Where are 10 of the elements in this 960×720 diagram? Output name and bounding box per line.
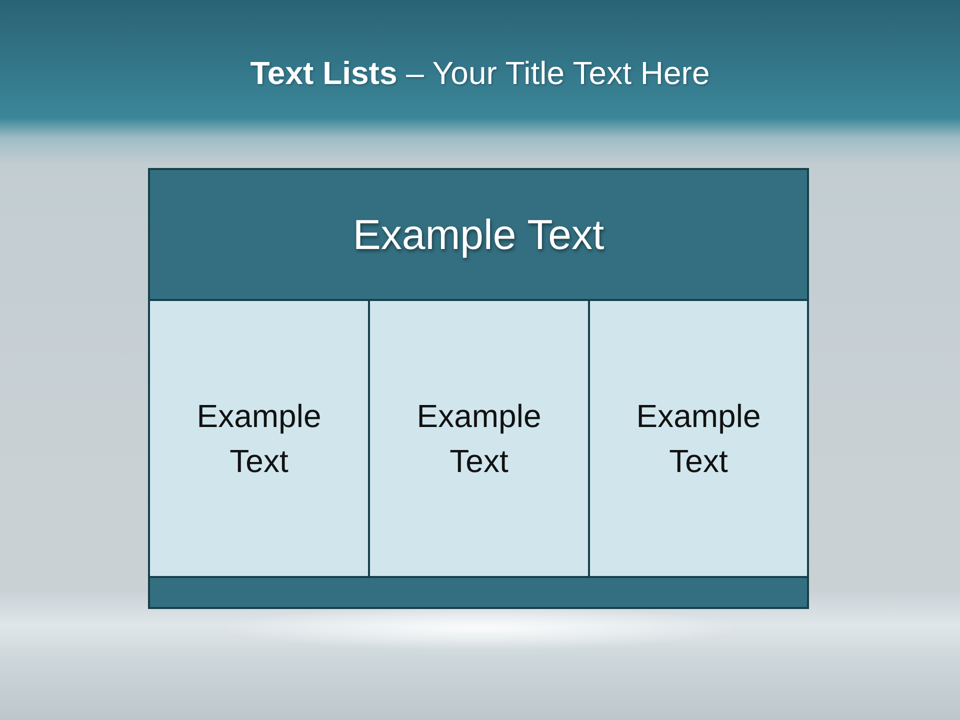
panel-label: Example Text [635, 396, 762, 480]
text-panel [148, 299, 370, 578]
slide-title: Text Lists – Your Title Text Here [250, 54, 710, 93]
panel-label: Example Text [196, 396, 322, 480]
header-label: Example Text [352, 210, 604, 260]
text-panel [368, 299, 590, 578]
header-band [148, 168, 809, 301]
text-panel [588, 299, 809, 578]
footer-bar [148, 576, 809, 609]
panel-label: Example Text [416, 396, 542, 480]
